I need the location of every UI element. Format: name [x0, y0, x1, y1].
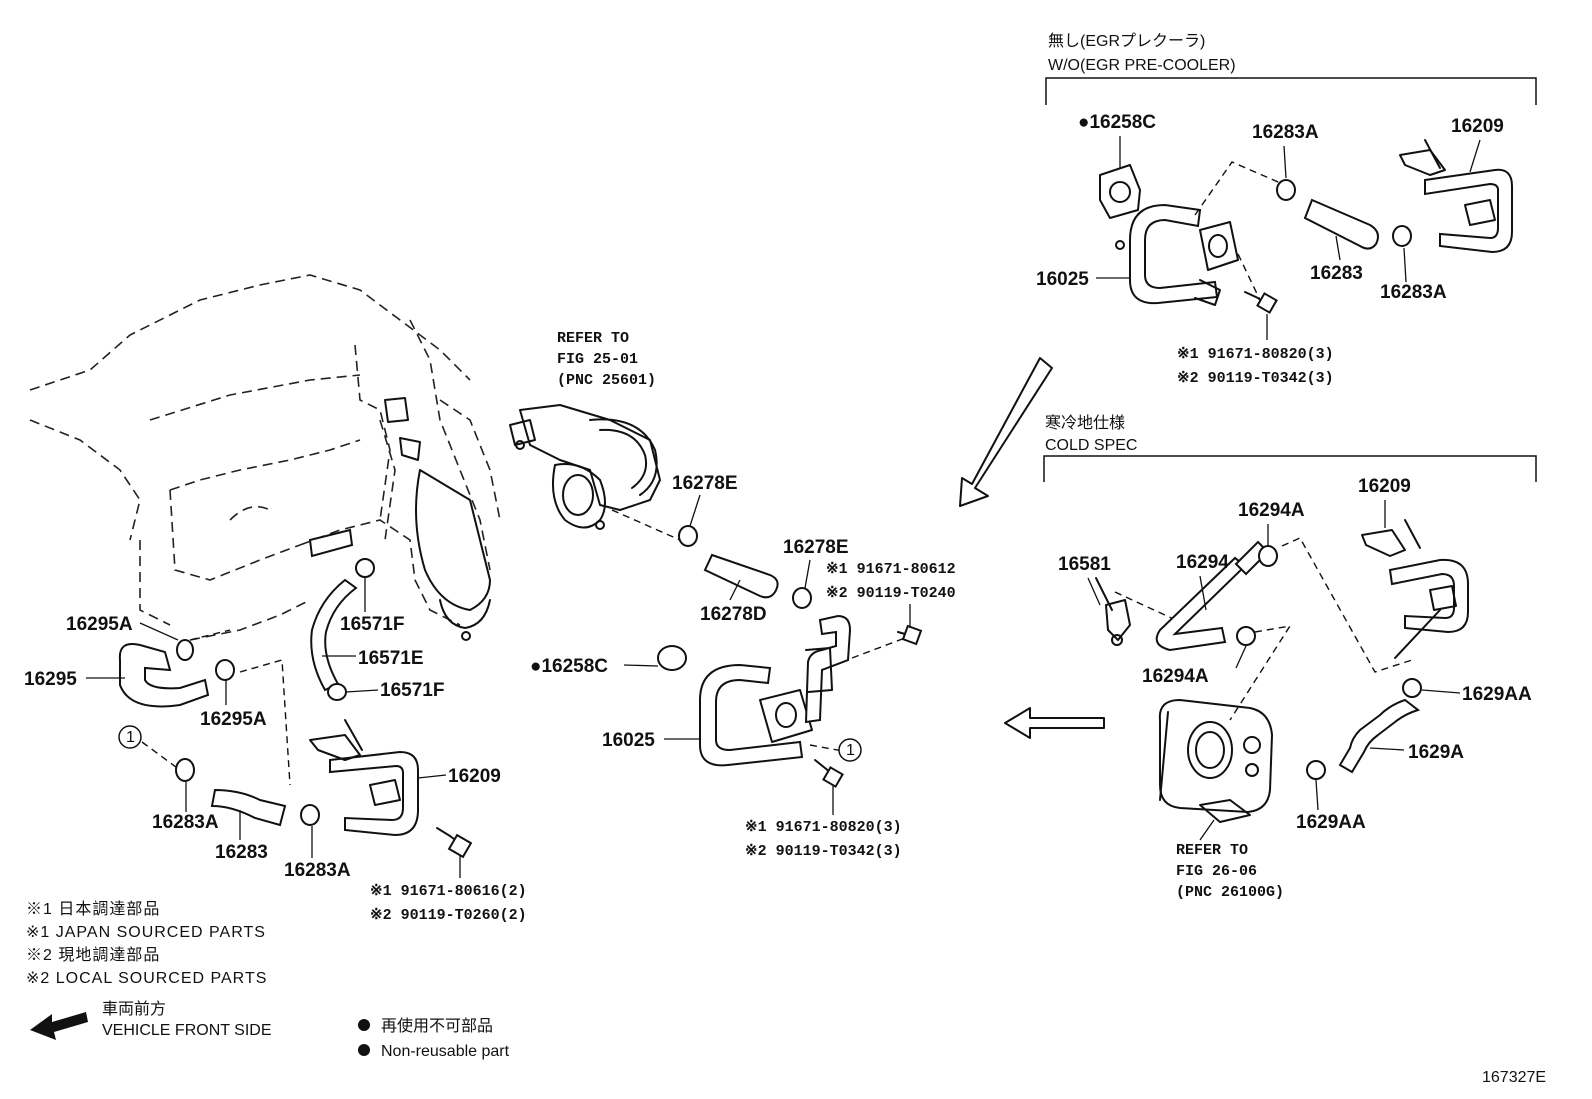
section2-en: COLD SPEC — [1045, 437, 1137, 454]
label-16295a-1: 16295A — [66, 614, 133, 635]
vehicle-front-arrow-icon — [30, 1012, 88, 1040]
label-16283-l: 16283 — [215, 842, 268, 863]
circle-ref-left: 1 — [126, 729, 135, 746]
label-1629a: 1629A — [1408, 742, 1464, 763]
ref1-line1: REFER TO — [557, 330, 629, 347]
arrow-diagonal — [959, 357, 1053, 507]
arrow-left — [1004, 707, 1105, 739]
legend-line1: ※1 日本調達部品 — [26, 900, 160, 918]
engine-block-outline — [29, 274, 501, 641]
section2-jp: 寒冷地仕様 — [1045, 413, 1125, 432]
label-bolt-mid-top-1: ※1 91671-80612 — [826, 561, 956, 578]
ref2-line2: FIG 26-06 — [1176, 863, 1257, 880]
section1-jp: 無し(EGRプレクーラ) — [1048, 32, 1205, 50]
label-bolt-mid-1: ※1 91671-80820(3) — [745, 819, 902, 836]
section1-en: W/O(EGR PRE-COOLER) — [1048, 57, 1236, 74]
figure-id: 167327E — [1482, 1069, 1546, 1086]
pipe-16025-center — [657, 614, 906, 767]
section-wo-egr-precooler: 無し(EGRプレクーラ) W/O(EGR PRE-COOLER) ●16258C… — [1036, 32, 1537, 387]
label-16283a-top1: 16283A — [1252, 122, 1319, 143]
label-16571f-2: 16571F — [380, 680, 444, 701]
label-16025-mid: 16025 — [602, 730, 655, 751]
circle-ref-center: 1 — [846, 742, 855, 759]
legend-nr-en: Non-reusable part — [381, 1043, 510, 1060]
legend-line3: ※2 現地調達部品 — [26, 946, 160, 964]
non-reusable-dot-icon-2 — [358, 1044, 370, 1056]
bolt-left — [436, 827, 473, 859]
ref1-line2: FIG 25-01 — [557, 351, 638, 368]
label-16258c-top: ●16258C — [1078, 112, 1156, 133]
label-16581: 16581 — [1058, 554, 1111, 575]
pipe-16209-left — [309, 719, 419, 837]
hose-16295-assembly — [118, 639, 235, 708]
label-bolt-left-1: ※1 91671-80616(2) — [370, 883, 527, 900]
label-bolt-top-2: ※2 90119-T0342(3) — [1177, 370, 1334, 387]
legend: ※1 日本調達部品 ※1 JAPAN SOURCED PARTS ※2 現地調達… — [26, 900, 1546, 1086]
hose-16278d — [678, 525, 812, 609]
label-16283-top: 16283 — [1310, 263, 1363, 284]
label-16294a-2: 16294A — [1142, 666, 1209, 687]
section-cold-spec: 寒冷地仕様 COLD SPEC 16209 16294A 16294 — [1043, 413, 1537, 901]
label-16283a-l1: 16283A — [152, 812, 219, 833]
label-16209-left: 16209 — [448, 766, 501, 787]
legend-line4: ※2 LOCAL SOURCED PARTS — [26, 970, 267, 987]
non-reusable-dot-icon — [358, 1019, 370, 1031]
hose-16571e — [310, 558, 375, 701]
label-16278e-2: 16278E — [783, 537, 849, 558]
ref2-line1: REFER TO — [1176, 842, 1248, 859]
egr-cooler-assembly — [509, 404, 681, 541]
label-bolt-left-2: ※2 90119-T0260(2) — [370, 907, 527, 924]
ref2-line3: (PNC 26100G) — [1176, 884, 1284, 901]
bolts-center: 1 — [814, 624, 923, 788]
label-16283a-l2: 16283A — [284, 860, 351, 881]
label-bolt-mid-top-2: ※2 90119-T0240 — [826, 585, 956, 602]
label-16294a-1: 16294A — [1238, 500, 1305, 521]
label-16295a-2: 16295A — [200, 709, 267, 730]
label-1629aa-1: 1629AA — [1462, 684, 1532, 705]
label-1629aa-2: 1629AA — [1296, 812, 1366, 833]
label-16571f-1: 16571F — [340, 614, 404, 635]
label-16025-top: 16025 — [1036, 269, 1089, 290]
legend-front-jp: 車両前方 — [102, 1000, 166, 1018]
legend-nr-jp: 再使用不可部品 — [381, 1017, 493, 1035]
label-16209-top: 16209 — [1451, 116, 1504, 137]
legend-front-en: VEHICLE FRONT SIDE — [102, 1022, 272, 1039]
label-16278d: 16278D — [700, 604, 767, 625]
label-16209-cold: 16209 — [1358, 476, 1411, 497]
label-bolt-mid-2: ※2 90119-T0342(3) — [745, 843, 902, 860]
ref1-line3: (PNC 25601) — [557, 372, 656, 389]
label-16571e: 16571E — [358, 648, 424, 669]
label-16294: 16294 — [1176, 552, 1229, 573]
hose-16283-left — [118, 629, 320, 827]
label-16258c-mid: ●16258C — [530, 656, 608, 677]
legend-line2: ※1 JAPAN SOURCED PARTS — [26, 924, 266, 941]
label-16295: 16295 — [24, 669, 77, 690]
label-16283a-top2: 16283A — [1380, 282, 1447, 303]
label-16278e-1: 16278E — [672, 473, 738, 494]
label-bolt-top-1: ※1 91671-80820(3) — [1177, 346, 1334, 363]
